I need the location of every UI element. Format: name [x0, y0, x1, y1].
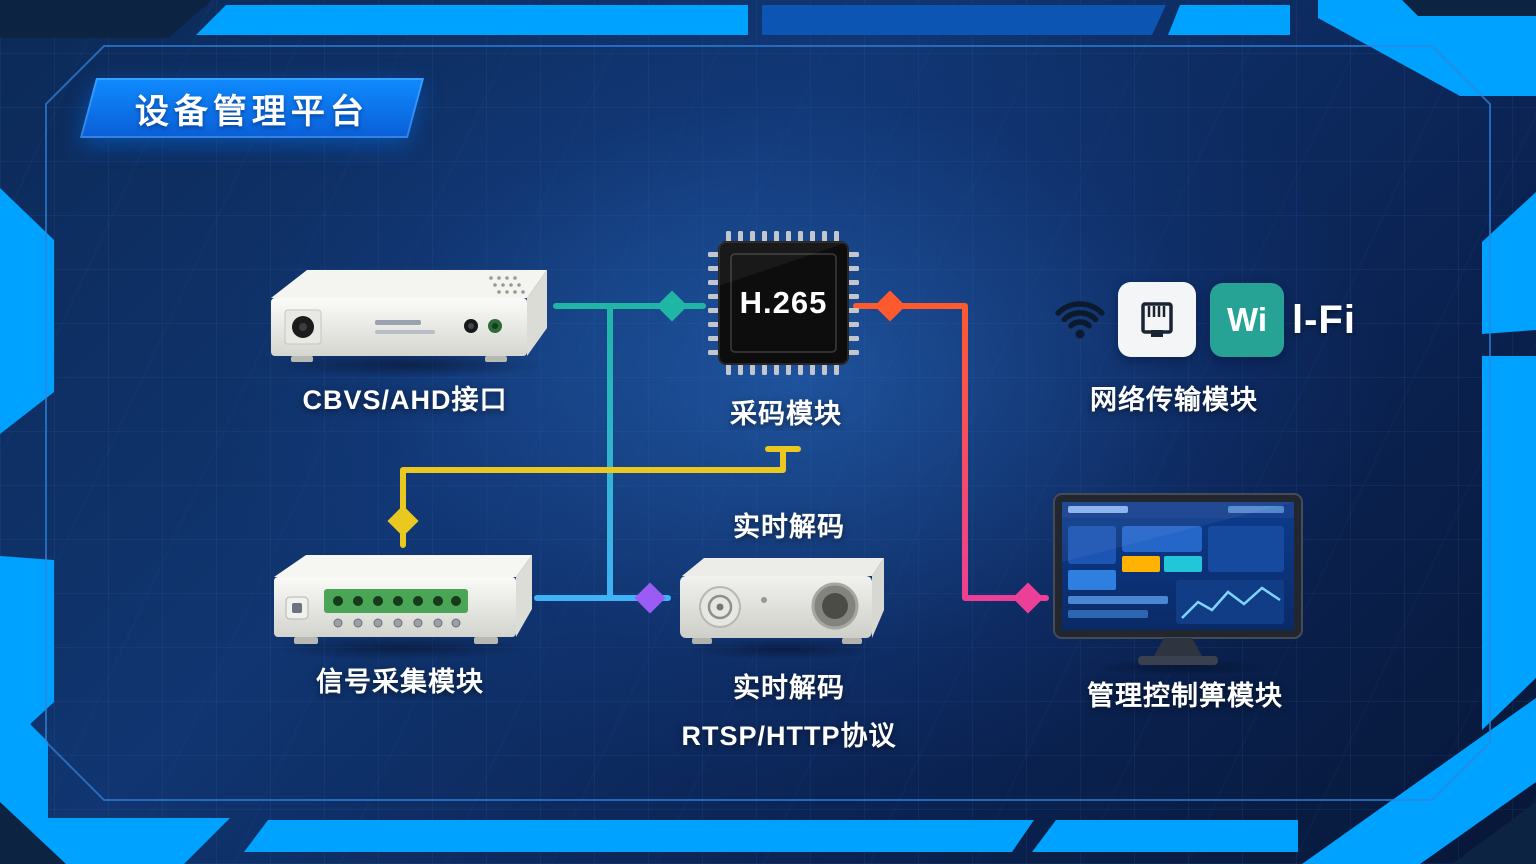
- network-label: 网络传输模块: [1090, 385, 1258, 415]
- decoder-shadow: [684, 638, 884, 660]
- monitor-shadow: [1090, 658, 1270, 676]
- wifi-icon: [1050, 291, 1110, 339]
- encoder-label: 采码模块: [730, 399, 842, 429]
- chip-model-text: H.265: [739, 285, 828, 320]
- cbvs-label: CBVS/AHD接口: [302, 385, 508, 415]
- orange-diamond-connector: [874, 290, 906, 322]
- wifi-badge-text: Wi: [1226, 301, 1268, 338]
- wifi-brand-suffix: l-Fi: [1292, 298, 1356, 342]
- yellow-diamond-connector: [387, 505, 419, 537]
- teal-diamond-connector: [656, 290, 688, 322]
- realtime-decode-text: 实时解码: [733, 512, 845, 542]
- management-monitor: [1052, 492, 1312, 670]
- pink-diamond-connector: [1012, 582, 1044, 614]
- decoder-label-line2: RTSP/HTTP协议: [681, 721, 897, 751]
- decoder-label-line1: 实时解码: [733, 673, 845, 703]
- signal-label: 信号采集模块: [316, 667, 484, 697]
- management-label: 管理控制箅模块: [1087, 681, 1283, 711]
- title-banner: 设备管理平台: [79, 78, 425, 138]
- cbvs-device-image: [255, 258, 555, 370]
- wifi-brand-badge: Wi: [1210, 283, 1284, 357]
- page-title: 设备管理平台: [135, 92, 369, 131]
- decoder-device-image: [672, 550, 892, 650]
- h265-chip: [706, 228, 861, 378]
- ethernet-port-icon: [1118, 282, 1196, 357]
- signal-capture-device-image: [260, 545, 540, 653]
- purple-diamond-connector: [634, 582, 666, 614]
